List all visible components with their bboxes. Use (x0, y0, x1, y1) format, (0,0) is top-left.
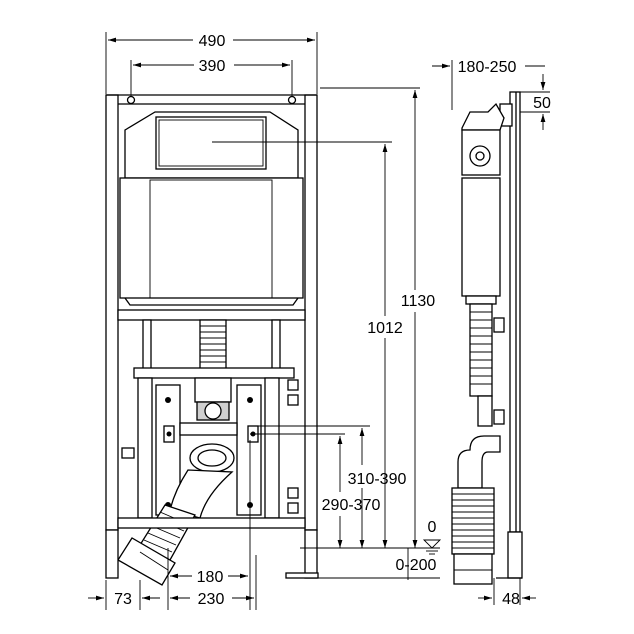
drain-elbow (139, 443, 235, 561)
dim-390-label: 390 (199, 58, 226, 75)
dim-zero-label: 0 (428, 519, 437, 536)
dim-180-250-label: 180-250 (458, 59, 517, 76)
side-drain-pipe (451, 487, 495, 585)
cistern-side (461, 177, 501, 297)
cross-bar (117, 309, 306, 321)
dim-1130-label: 1130 (401, 293, 436, 310)
support-bar (133, 367, 295, 379)
dim-1012-label: 1012 (367, 320, 403, 337)
front-view (105, 94, 319, 586)
flush-plate-opening (155, 116, 267, 170)
dimensions (88, 32, 550, 610)
dim-490-label: 490 (199, 33, 226, 50)
flush-pipe (199, 319, 227, 373)
dim-73-label: 73 (114, 591, 132, 608)
side-drain-elbow (457, 435, 501, 489)
mounting-hole-right (287, 95, 297, 105)
side-view (451, 91, 523, 585)
dim-310-390-label: 310-390 (348, 471, 407, 488)
dim-0-200-label: 0-200 (396, 557, 437, 574)
dim-180-label: 180 (197, 569, 224, 586)
foot-right (304, 529, 318, 579)
side-flush-pipe (469, 303, 493, 397)
frame-left-post (105, 94, 119, 531)
dim-50-label: 50 (533, 95, 551, 112)
frame-right-post (304, 94, 318, 531)
dimension-labels: 490 390 180-250 50 1130 1012 310-390 290… (114, 33, 551, 608)
dim-230-label: 230 (198, 591, 225, 608)
foot-left (105, 529, 119, 579)
dim-290-370-label: 290-370 (322, 497, 381, 514)
mounting-hole-left (126, 95, 136, 105)
dim-48-label: 48 (502, 591, 520, 608)
drain-outlet (117, 537, 176, 586)
cistern-body (119, 177, 304, 299)
